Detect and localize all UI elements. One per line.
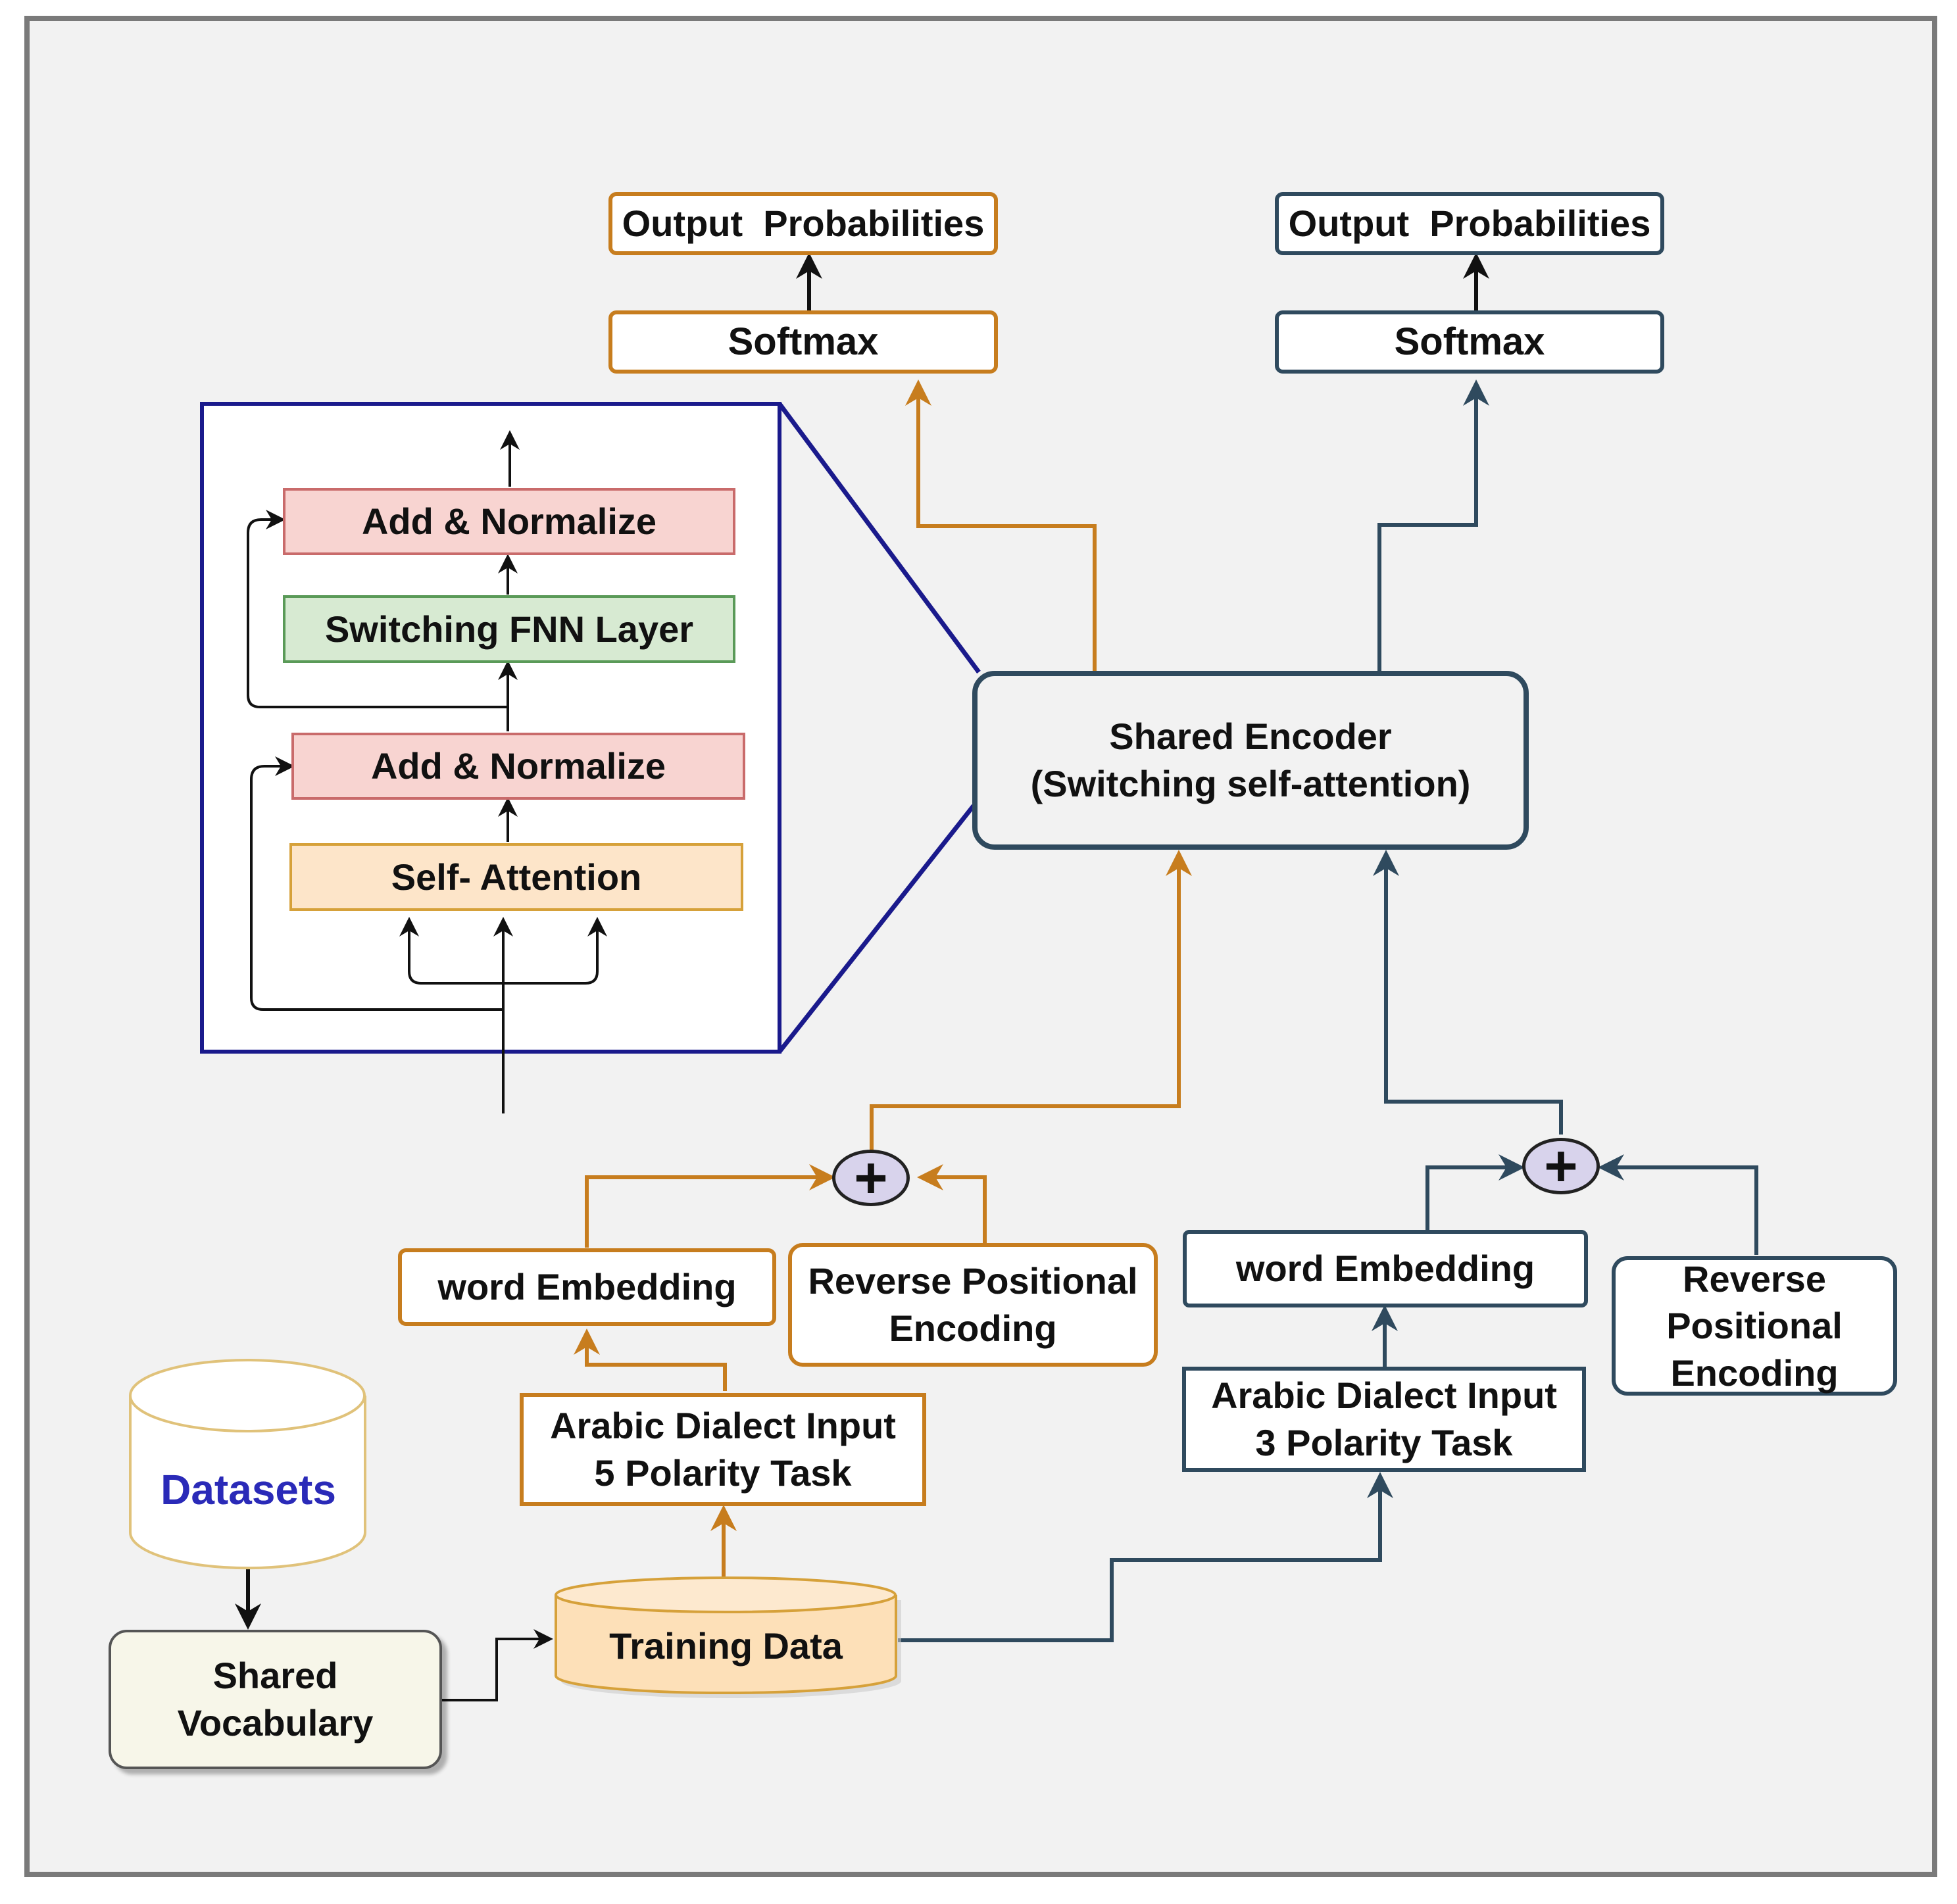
navy-sum-to-encoder	[1373, 850, 1563, 1135]
navy-pe-to-sum	[1598, 1154, 1758, 1255]
right-output-probabilities-box: Output Probabilities	[1275, 192, 1664, 255]
fan-right-arrow	[503, 917, 607, 985]
right-arabic-dialect-input-box: Arabic Dialect Input 3 Polarity Task	[1182, 1367, 1586, 1472]
right-reverse-pe-line3: Encoding	[1670, 1352, 1839, 1394]
orange-encoder-to-softmax	[905, 379, 1097, 671]
right-word-embedding-label: word Embedding	[1235, 1248, 1535, 1290]
vocab-to-training-arrow	[442, 1629, 553, 1701]
detail-add-normalize-top: Add & Normalize	[283, 488, 735, 555]
left-softmax-box: Softmax	[608, 310, 998, 374]
training-data-label: Training Data	[609, 1625, 843, 1667]
detail-add-normalize-top-label: Add & Normalize	[361, 500, 657, 543]
right-softmax-box: Softmax	[1275, 310, 1664, 374]
right-plus-icon: +	[1544, 1133, 1578, 1198]
shared-vocabulary-line1: Shared	[212, 1655, 338, 1697]
orange-input-to-embed	[574, 1329, 727, 1391]
detail-add-normalize-bottom-label: Add & Normalize	[370, 745, 666, 787]
orange-embed-to-sum	[585, 1164, 835, 1248]
shared-vocabulary-box: Shared Vocabulary	[109, 1630, 442, 1769]
right-reverse-pe-line1: Reverse	[1683, 1257, 1826, 1300]
right-reverse-positional-encoding-box: Reverse Positional Encoding	[1612, 1256, 1897, 1396]
left-output-probabilities-box: Output Probabilities	[608, 192, 998, 255]
detail-switching-fnn-layer: Switching FNN Layer	[283, 595, 735, 663]
left-output-probabilities-label: Output Probabilities	[622, 203, 985, 245]
right-output-probabilities-label: Output Probabilities	[1288, 203, 1651, 245]
left-reverse-positional-encoding-box: Reverse Positional Encoding	[788, 1243, 1158, 1367]
left-softmax-label: Softmax	[728, 320, 879, 363]
navy-embed-to-sum	[1425, 1154, 1525, 1230]
left-input-line2: 5 Polarity Task	[594, 1452, 852, 1494]
residual-top	[247, 510, 508, 708]
training-data-cylinder	[555, 1576, 901, 1699]
shared-encoder-title: Shared Encoder	[1109, 716, 1392, 758]
left-input-line1: Arabic Dialect Input	[550, 1405, 896, 1447]
shared-encoder-subtitle: (Switching self-attention)	[1030, 763, 1471, 804]
right-sum-node: +	[1522, 1133, 1600, 1198]
left-word-embedding-box: word Embedding	[398, 1248, 776, 1326]
fan-left-arrow	[399, 917, 503, 985]
left-reverse-pe-line2: Encoding	[889, 1307, 1057, 1349]
navy-encoder-to-softmax	[1377, 379, 1489, 671]
left-plus-icon: +	[854, 1145, 888, 1210]
datasets-cylinder	[129, 1359, 366, 1570]
detail-switching-fnn-label: Switching FNN Layer	[324, 608, 694, 650]
right-reverse-pe-line2: Positional	[1666, 1305, 1843, 1347]
right-input-line2: 3 Polarity Task	[1255, 1422, 1513, 1463]
orange-sum-to-encoder	[870, 850, 1192, 1177]
left-arabic-dialect-input-box: Arabic Dialect Input 5 Polarity Task	[520, 1393, 926, 1506]
datasets-label: Datasets	[161, 1466, 336, 1513]
detail-self-attention-label: Self- Attention	[391, 856, 642, 898]
right-word-embedding-box: word Embedding	[1183, 1230, 1588, 1307]
detail-self-attention: Self- Attention	[289, 843, 743, 911]
right-input-line1: Arabic Dialect Input	[1211, 1375, 1557, 1417]
detail-add-normalize-bottom: Add & Normalize	[291, 733, 745, 800]
right-softmax-label: Softmax	[1394, 320, 1545, 363]
left-word-embedding-label: word Embedding	[437, 1266, 737, 1308]
orange-pe-to-sum	[917, 1164, 987, 1243]
left-reverse-pe-line1: Reverse Positional	[808, 1260, 1138, 1302]
zoom-line-bottom	[778, 804, 976, 1054]
left-sum-node: +	[832, 1145, 910, 1210]
residual-bottom	[250, 756, 503, 1011]
zoom-line-top	[778, 402, 981, 674]
shared-encoder-box: Shared Encoder (Switching self-attention…	[972, 671, 1529, 850]
navy-data-to-input	[898, 1472, 1393, 1642]
shared-vocabulary-line2: Vocabulary	[177, 1702, 374, 1744]
